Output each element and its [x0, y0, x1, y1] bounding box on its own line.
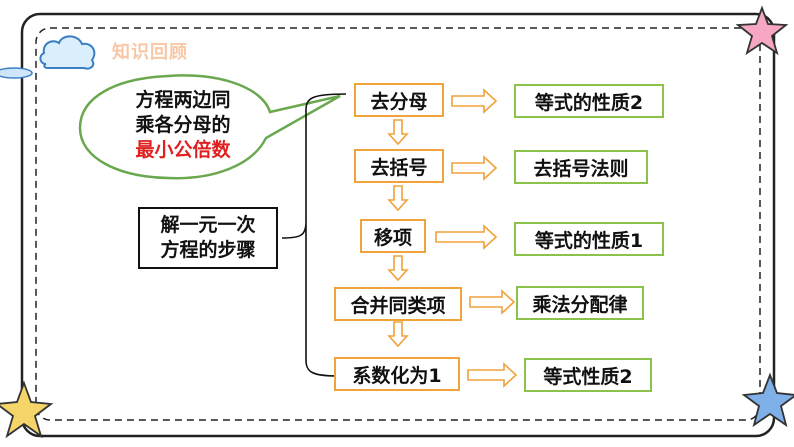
steps-label-box: 解一元一次 方程的步骤: [138, 207, 278, 269]
rule-box: 去括号法则: [514, 150, 648, 184]
callout-text: 方程两边同 乘各分母的 最小公倍数: [108, 88, 258, 163]
right-arrow-icon: [451, 88, 498, 114]
rule-label: 等式的性质1: [534, 229, 644, 252]
callout-bubble: [78, 74, 341, 180]
rule-label: 等式的性质2: [534, 91, 644, 114]
step-box: 系数化为1: [334, 357, 460, 391]
star-yellow-icon: [0, 380, 54, 439]
down-arrow-icon: [387, 185, 409, 212]
rule-label: 去括号法则: [533, 157, 629, 180]
down-arrow-icon: [387, 321, 409, 348]
rule-box: 等式的性质2: [514, 84, 664, 118]
steps-brace: [281, 93, 347, 377]
right-arrow-icon: [435, 224, 498, 250]
star-blue-icon: [741, 372, 794, 428]
step-box: 去分母: [354, 83, 444, 117]
step-label: 系数化为1: [352, 364, 442, 387]
rule-label: 乘法分配律: [532, 293, 628, 316]
down-arrows: [387, 119, 409, 348]
rule-label: 等式性质2: [543, 365, 633, 388]
callout-line: 方程两边同: [135, 89, 231, 111]
rule-box: 乘法分配律: [516, 286, 644, 320]
rule-box: 等式性质2: [524, 358, 652, 392]
rule-box: 等式的性质1: [514, 222, 664, 256]
step-label: 移项: [373, 226, 412, 249]
outer-frame: [20, 12, 776, 438]
star-pink-icon: [735, 5, 789, 56]
section-title: 知识回顾: [112, 42, 188, 63]
inner-dashed-frame: [35, 27, 761, 421]
step-label: 去分母: [370, 90, 428, 113]
right-arrow-icon: [451, 155, 498, 181]
steps-label-line: 解一元一次: [160, 214, 256, 236]
steps-label-line: 方程的步骤: [160, 239, 256, 261]
right-arrow-icon: [469, 289, 516, 315]
step-box: 去括号: [354, 149, 444, 183]
callout-line: 乘各分母的: [135, 114, 231, 136]
cloud-icon: [0, 35, 96, 79]
step-box: 移项: [360, 219, 426, 253]
right-arrows: [435, 88, 518, 388]
step-box: 合并同类项: [334, 287, 462, 321]
callout-highlight: 最小公倍数: [135, 139, 231, 161]
step-label: 合并同类项: [350, 294, 446, 317]
down-arrow-icon: [387, 255, 409, 282]
right-arrow-icon: [467, 362, 518, 388]
step-label: 去括号: [370, 156, 428, 179]
down-arrow-icon: [387, 119, 409, 146]
